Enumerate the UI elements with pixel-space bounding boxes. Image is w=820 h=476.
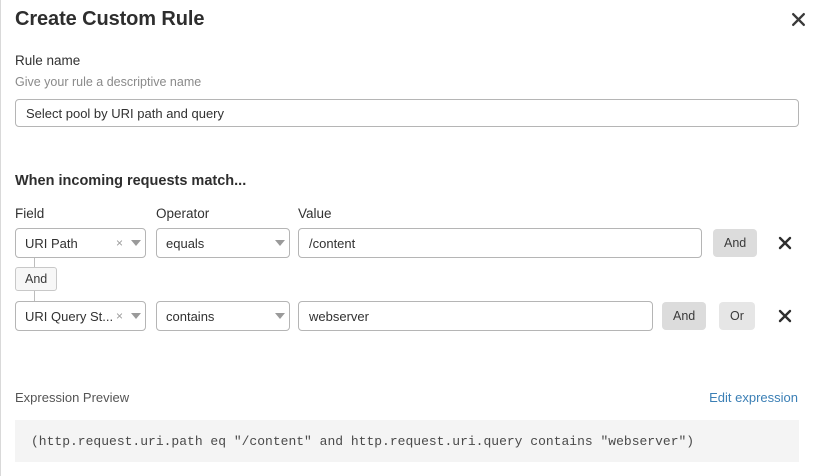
rule-name-input[interactable] <box>15 99 799 127</box>
clear-icon[interactable]: × <box>115 309 123 323</box>
operator-select-1[interactable]: equals <box>156 228 290 258</box>
connector-and-badge[interactable]: And <box>15 267 58 291</box>
expression-preview-label: Expression Preview <box>15 390 130 405</box>
conditions-section-heading: When incoming requests match... <box>15 173 247 189</box>
clear-icon[interactable]: × <box>115 236 123 250</box>
operator-select-value-2: contains <box>166 308 215 324</box>
value-input-1[interactable] <box>298 228 702 258</box>
value-input-2[interactable] <box>298 301 653 331</box>
column-header-field: Field <box>15 206 45 221</box>
rule-name-hint: Give your rule a descriptive name <box>15 75 202 89</box>
dialog-title: Create Custom Rule <box>15 8 205 30</box>
edit-expression-link[interactable]: Edit expression <box>709 390 798 405</box>
chevron-down-icon <box>271 313 289 319</box>
delete-condition-button-2[interactable] <box>771 301 799 331</box>
field-select-1[interactable]: URI Path × <box>15 228 146 258</box>
close-dialog-button[interactable] <box>785 6 811 32</box>
close-icon <box>791 12 805 26</box>
connector-line-top <box>34 258 35 268</box>
and-button-2[interactable]: And <box>662 302 707 330</box>
column-header-operator: Operator <box>156 206 210 221</box>
close-icon <box>778 236 792 250</box>
delete-condition-button-1[interactable] <box>771 228 799 258</box>
condition-row: URI Query St... × contains And Or <box>1 301 820 331</box>
connector-line-bottom <box>34 291 35 301</box>
condition-row: URI Path × equals And <box>1 228 820 258</box>
operator-select-2[interactable]: contains <box>156 301 290 331</box>
close-icon <box>778 309 792 323</box>
field-select-value-2: URI Query St... <box>25 308 112 324</box>
column-header-value: Value <box>298 206 332 221</box>
chevron-down-icon <box>127 240 145 246</box>
or-button-2[interactable]: Or <box>719 302 755 330</box>
rule-name-label: Rule name <box>15 53 81 68</box>
field-select-2[interactable]: URI Query St... × <box>15 301 146 331</box>
chevron-down-icon <box>127 313 145 319</box>
chevron-down-icon <box>271 240 289 246</box>
operator-select-value-1: equals <box>166 235 205 251</box>
field-select-value-1: URI Path <box>25 235 78 251</box>
expression-preview-code: (http.request.uri.path eq "/content" and… <box>15 420 799 462</box>
and-button-1[interactable]: And <box>713 229 758 257</box>
